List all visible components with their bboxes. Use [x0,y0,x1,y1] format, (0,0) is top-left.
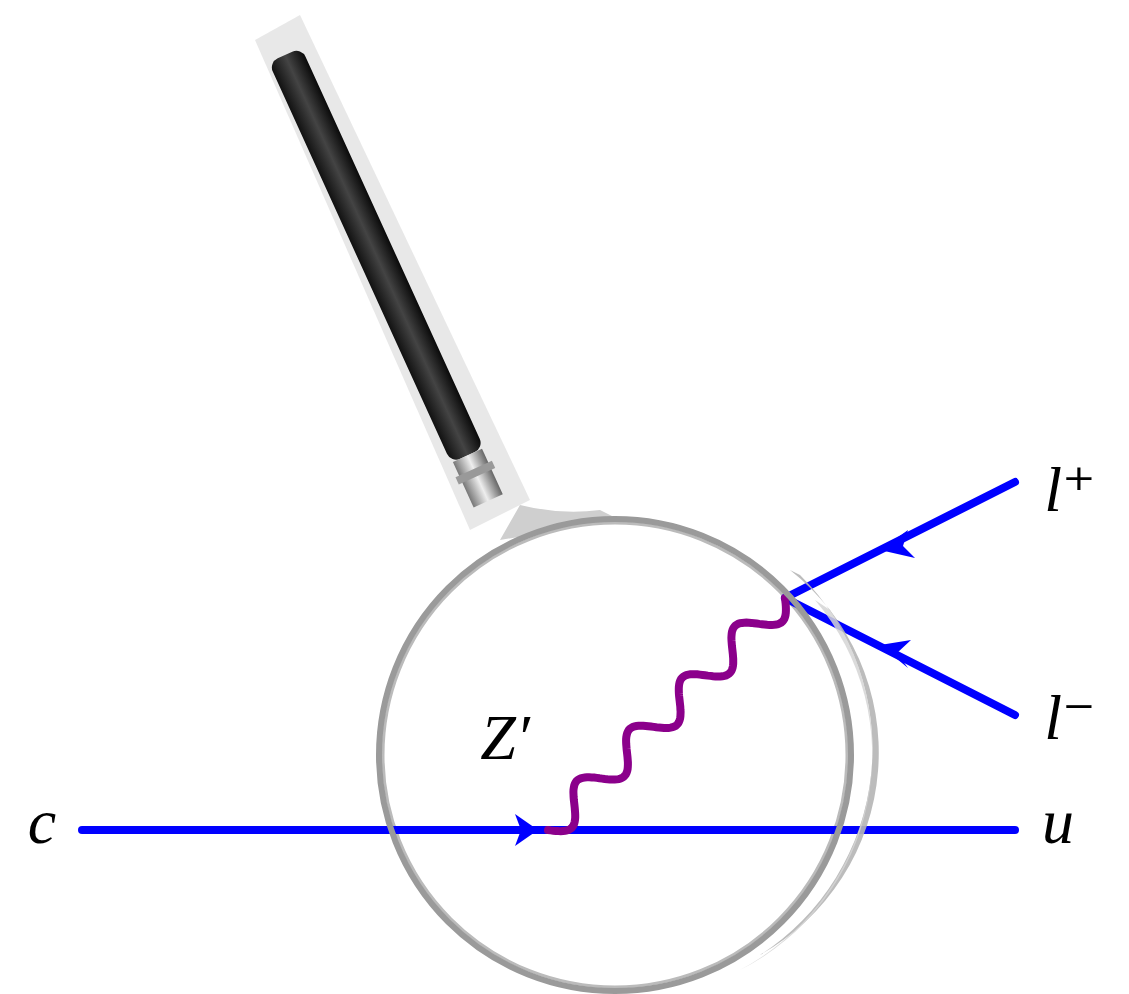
boson-label: Z′ [480,706,530,770]
lens-rim [760,570,879,955]
handle-shadow [255,15,530,530]
magnifier-handle [267,47,507,509]
lens-rim-highlight [740,600,872,970]
lens-ring [379,519,851,991]
fermion-arrows [515,530,915,846]
boson-wave [548,598,786,831]
quark-label: c [28,790,56,854]
lepton-label: l⁺ [1044,458,1096,522]
lepton-label: l⁻ [1044,686,1096,750]
quark-label: u [1042,790,1074,854]
lens [383,523,847,987]
